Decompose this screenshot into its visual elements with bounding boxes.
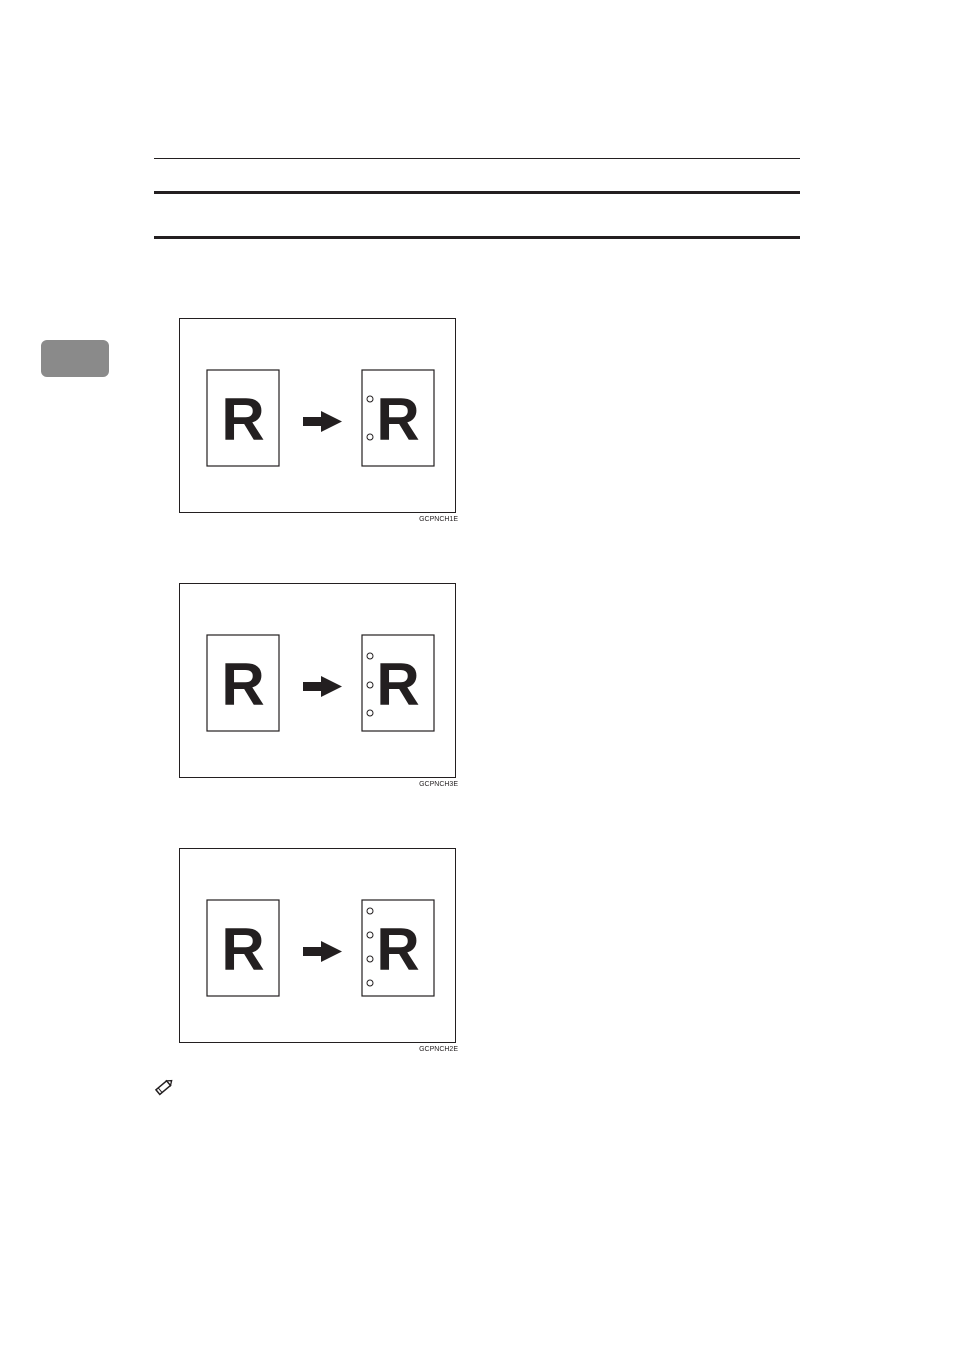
- punch-diagram: R R: [180, 319, 457, 514]
- punch-hole: [367, 710, 373, 716]
- punch-hole: [367, 682, 373, 688]
- punched-letter: R: [376, 651, 419, 718]
- chapter-tab: [41, 340, 109, 377]
- header-rule-bottom: [154, 236, 800, 239]
- header-rule-thin: [154, 158, 800, 159]
- right-arrow-icon: [303, 941, 342, 962]
- punch-hole: [367, 956, 373, 962]
- header-rule-top: [154, 191, 800, 194]
- punch-hole: [367, 908, 373, 914]
- punch-hole: [367, 434, 373, 440]
- original-letter: R: [221, 916, 264, 983]
- punch-figure-3-holes: R R: [179, 583, 456, 778]
- punch-figure-4-holes: R R: [179, 848, 456, 1043]
- punched-letter: R: [376, 386, 419, 453]
- punch-figure-2-holes: R R: [179, 318, 456, 513]
- punch-diagram: R R: [180, 849, 457, 1044]
- punch-diagram: R R: [180, 584, 457, 779]
- figure-code: GCPNCH2E: [380, 1046, 458, 1054]
- original-letter: R: [221, 386, 264, 453]
- punch-hole: [367, 396, 373, 402]
- original-letter: R: [221, 651, 264, 718]
- punch-hole: [367, 980, 373, 986]
- figure-code: GCPNCH1E: [380, 516, 458, 524]
- right-arrow-icon: [303, 676, 342, 697]
- punch-hole: [367, 932, 373, 938]
- punched-letter: R: [376, 916, 419, 983]
- punch-hole: [367, 653, 373, 659]
- figure-code: GCPNCH3E: [380, 781, 458, 789]
- right-arrow-icon: [303, 411, 342, 432]
- pencil-note-icon: [153, 1077, 175, 1097]
